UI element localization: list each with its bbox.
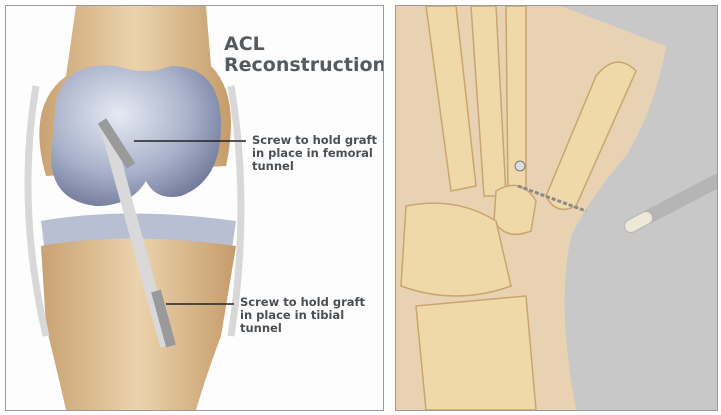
title-line: Reconstruction: [224, 54, 384, 76]
tibial-screw-label: Screw to hold graft in place in tibial t…: [240, 296, 365, 335]
knee-drawing: [24, 6, 246, 410]
ligament-left: [24, 85, 50, 337]
label-line: Screw to hold graft: [240, 295, 366, 309]
grey-background: [561, 6, 717, 410]
thumb-surgery-illustration: [395, 5, 718, 411]
label-line: tunnel: [252, 159, 294, 173]
femoral-screw-label: Screw to hold graft in place in femoral …: [252, 134, 377, 173]
tibia: [41, 238, 236, 410]
carpal-bones: [400, 202, 512, 297]
label-line: in place in tibial: [240, 308, 345, 322]
hand-drawing: [396, 6, 717, 410]
radius-bone: [415, 295, 537, 410]
screw-head: [514, 160, 526, 172]
label-line: tunnel: [240, 321, 282, 335]
label-line: Screw to hold graft: [252, 133, 378, 147]
femoral-screw: [97, 118, 136, 169]
pen-tip: [625, 212, 652, 232]
trapezium-bone: [493, 184, 537, 236]
metacarpal-bone: [425, 6, 477, 192]
label-line: in place in femoral: [252, 146, 373, 160]
ligament-right: [227, 85, 245, 337]
acl-reconstruction-illustration: ACL Reconstruction Screw to hold graft i…: [5, 5, 384, 411]
femoral-condyles-cartilage: [51, 65, 221, 206]
tibial-screw: [151, 289, 176, 348]
diagram-title: ACL Reconstruction: [224, 33, 384, 76]
title-line: ACL: [224, 33, 265, 55]
surgical-screw: [517, 184, 587, 213]
